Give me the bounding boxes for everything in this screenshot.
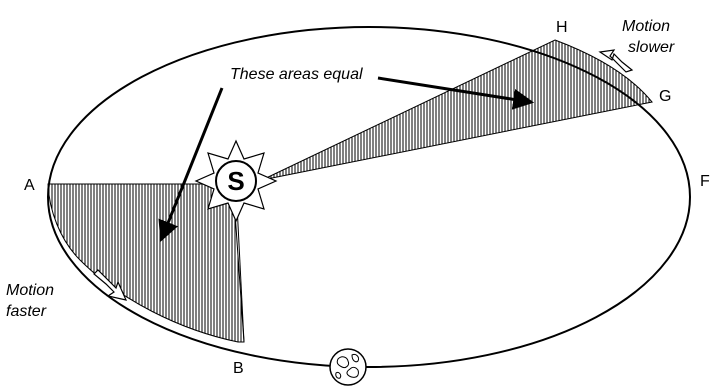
motion-slower-line2: slower bbox=[628, 39, 675, 56]
motion-slower-line1: Motion bbox=[622, 18, 670, 35]
label-point-b: B bbox=[233, 360, 244, 377]
swept-area-near-aphelion bbox=[262, 40, 652, 180]
label-point-g: G bbox=[659, 88, 671, 105]
label-point-h: H bbox=[556, 19, 568, 36]
annotation-equal-areas: These areas equal bbox=[230, 66, 363, 83]
label-point-a: A bbox=[24, 177, 35, 194]
motion-faster-line1: Motion bbox=[6, 282, 54, 299]
label-point-f: F bbox=[700, 173, 710, 190]
sun-label: S bbox=[227, 166, 244, 196]
earth-icon bbox=[330, 349, 366, 385]
motion-faster-line2: faster bbox=[6, 303, 47, 320]
